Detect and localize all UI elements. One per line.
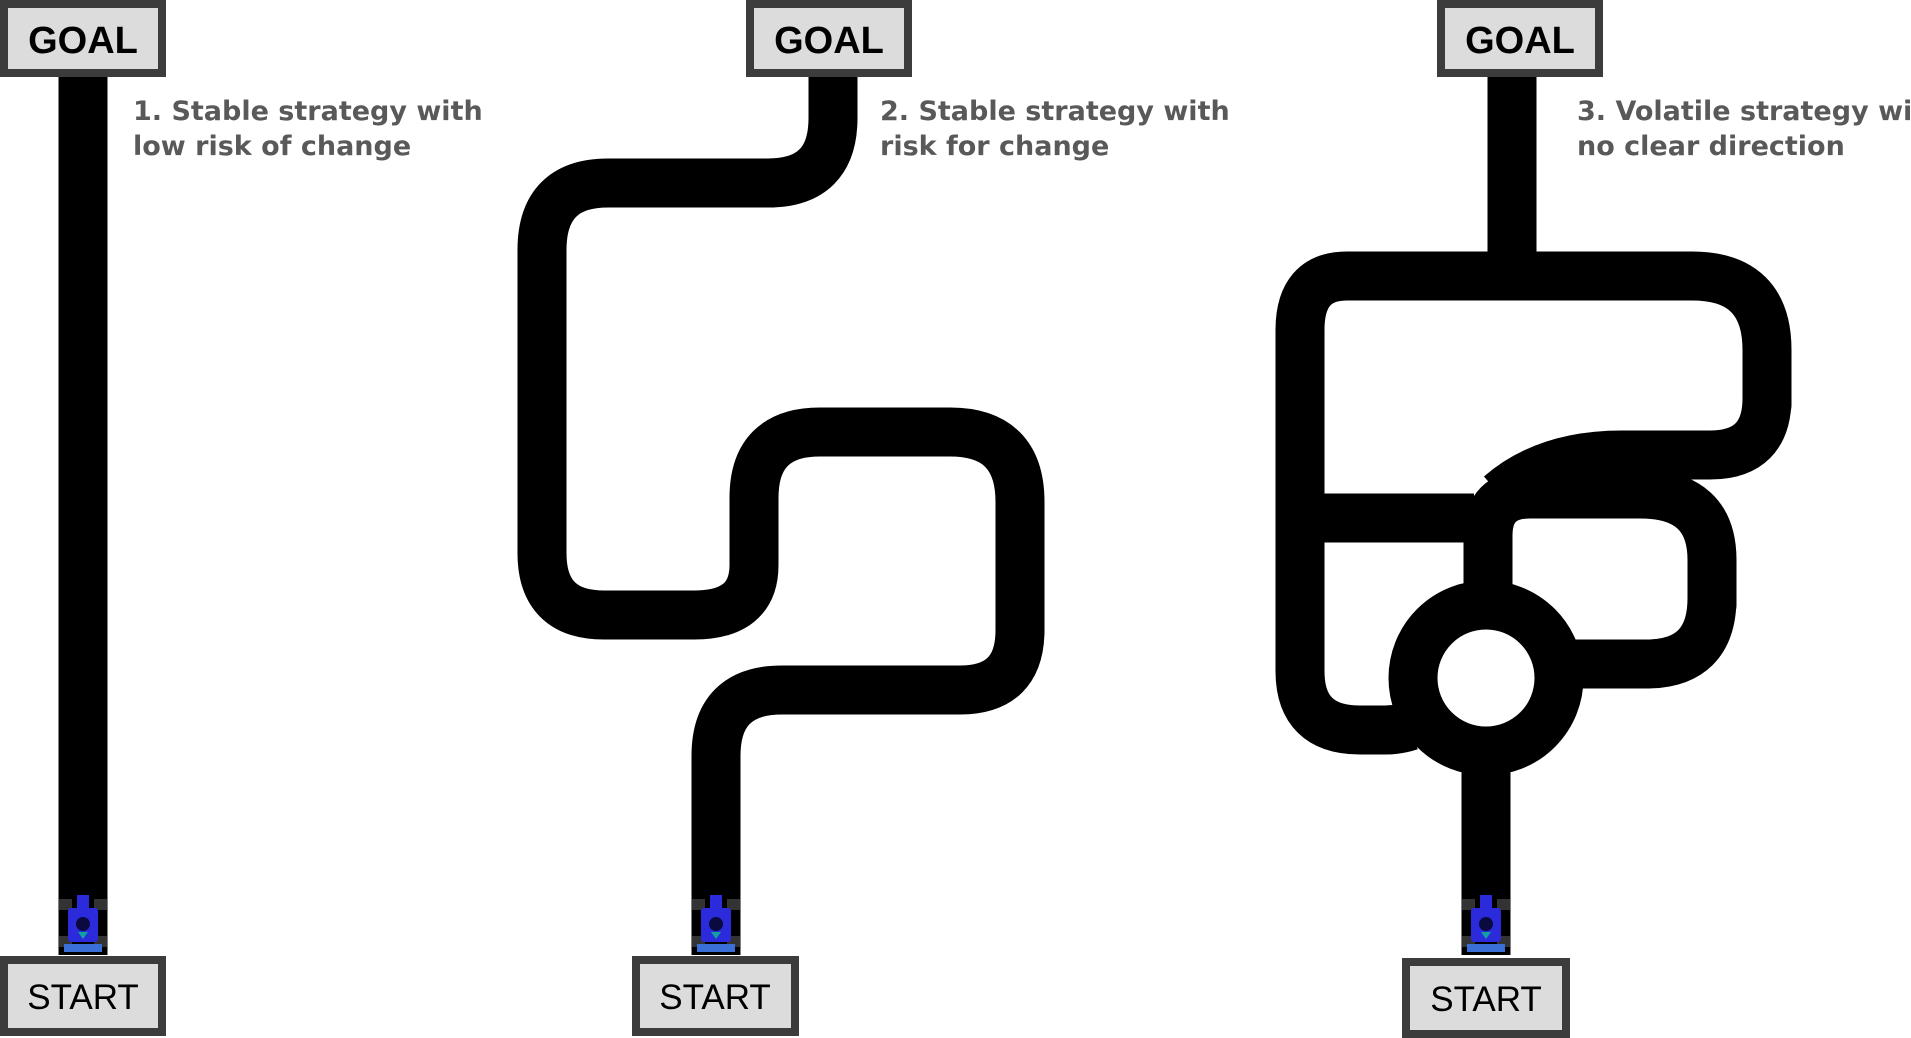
goal-label: GOAL — [28, 20, 138, 62]
caption-2-line-1: 2. Stable strategy with — [880, 96, 1230, 127]
start-label: START — [1430, 980, 1542, 1019]
path-3-outer-loop — [1275, 251, 1792, 755]
start-box-3: START — [1402, 958, 1570, 1038]
caption-1-line-2: low risk of change — [133, 131, 411, 162]
caption-3-line-2: no clear direction — [1577, 131, 1845, 162]
goal-box-2: GOAL — [746, 0, 912, 77]
path-3-inner-loop — [1463, 469, 1737, 689]
goal-box-3: GOAL — [1437, 0, 1603, 77]
path-3-roundabout — [1388, 580, 1584, 776]
scenario-1: GOAL START 1. Stable strategy with low r… — [0, 0, 483, 1036]
goal-label: GOAL — [774, 20, 884, 62]
scenario-3: GOAL START 3. Volatile strategy with no … — [1275, 0, 1911, 1038]
start-box-1: START — [0, 956, 166, 1036]
start-label: START — [27, 978, 139, 1017]
caption-1-line-1: 1. Stable strategy with — [133, 96, 483, 127]
path-2-track — [517, 70, 1045, 955]
race-car-icon — [59, 895, 107, 952]
caption-3-line-1: 3. Volatile strategy with — [1577, 96, 1911, 127]
goal-box-1: GOAL — [0, 0, 166, 77]
start-label: START — [659, 978, 771, 1017]
scenario-2: GOAL START 2. Stable strategy with risk … — [517, 0, 1230, 1036]
race-car-icon — [1462, 895, 1510, 952]
goal-label: GOAL — [1465, 20, 1575, 62]
start-box-2: START — [632, 956, 799, 1036]
race-car-icon — [692, 895, 740, 952]
caption-2-line-2: risk for change — [880, 131, 1109, 162]
